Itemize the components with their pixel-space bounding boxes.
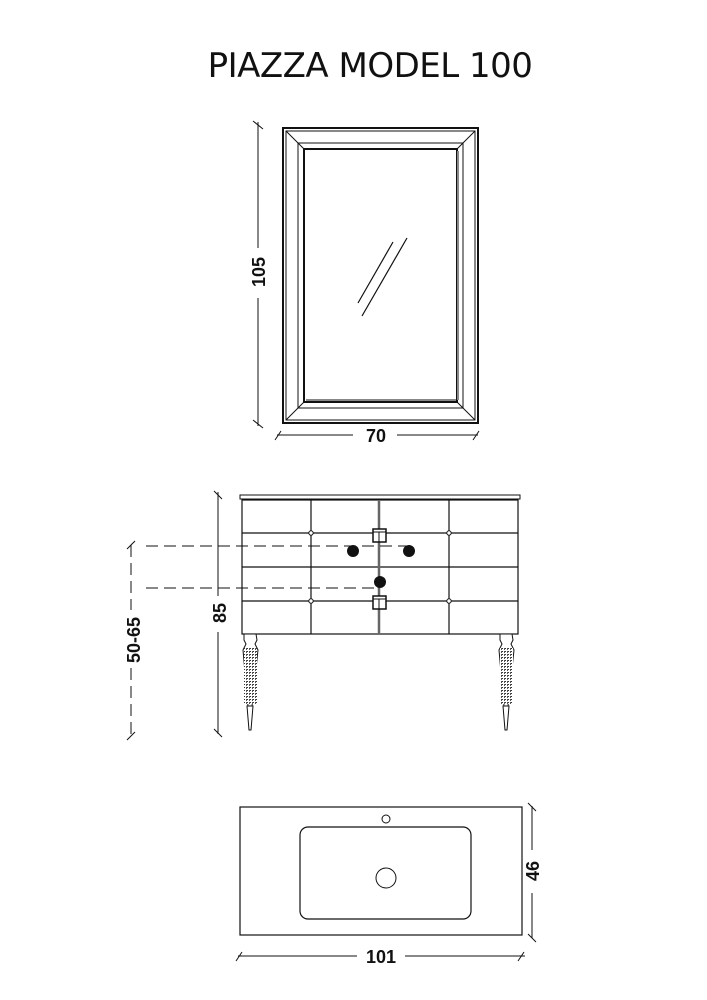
mirror-width-label: 70 xyxy=(366,426,386,446)
basin-top-drawing xyxy=(239,806,523,936)
mirror-height-dimension xyxy=(252,120,264,429)
cabinet-height-dimension xyxy=(213,490,223,738)
cabinet-leg-left xyxy=(242,633,259,731)
cabinet-leg-right xyxy=(498,633,515,731)
outlet-height-ticks xyxy=(126,540,136,741)
cabinet-height-label: 85 xyxy=(210,603,230,623)
page-title: PIAZZA MODEL 100 xyxy=(207,46,533,86)
mirror-drawing xyxy=(282,127,479,424)
basin-width-label: 101 xyxy=(366,947,396,967)
plumbing-points xyxy=(347,545,415,588)
basin-depth-label: 46 xyxy=(523,861,543,881)
basin-depth-dimension xyxy=(527,802,537,943)
cabinet-drawing xyxy=(239,494,521,635)
outlet-height-label: 50-65 xyxy=(124,617,144,663)
outlet-height-guides xyxy=(130,545,408,736)
mirror-height-label: 105 xyxy=(249,257,269,287)
mirror-width-dimension xyxy=(274,430,480,441)
basin-width-dimension xyxy=(235,951,525,962)
